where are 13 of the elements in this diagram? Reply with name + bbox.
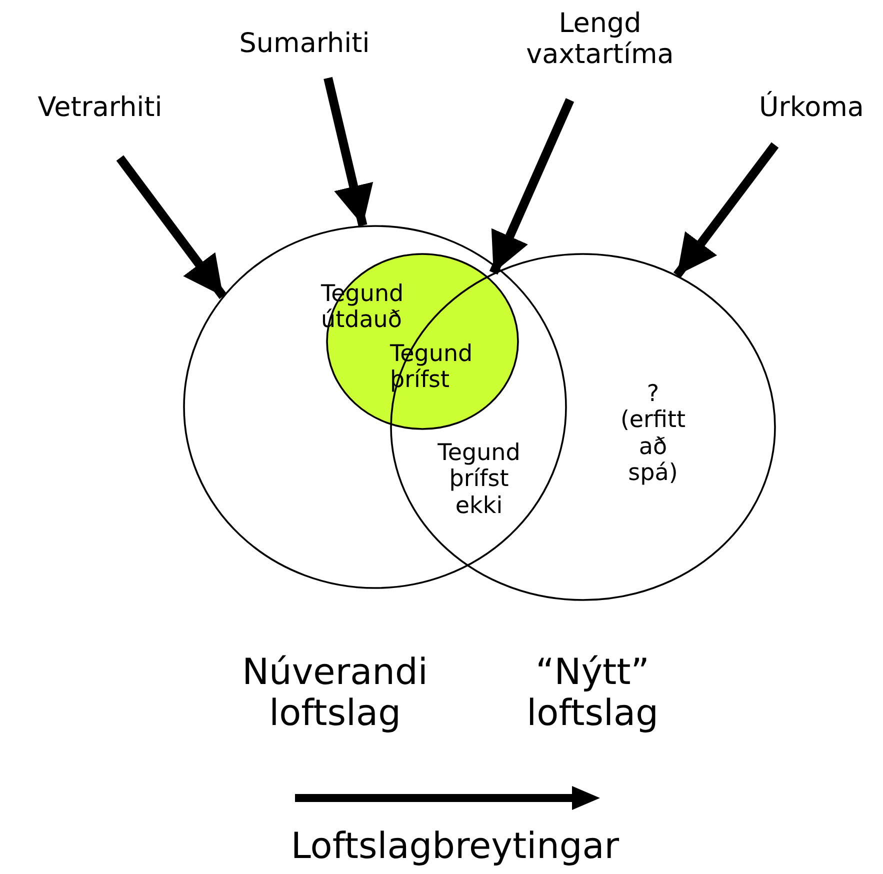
factor-label: Sumarhiti bbox=[238, 28, 371, 60]
climate-label: Núverandi loftslag bbox=[241, 652, 429, 735]
factor-label: Lengd vaxtartíma bbox=[525, 8, 675, 70]
arrow bbox=[489, 98, 574, 275]
region-label: Tegund þrífst ekki bbox=[436, 440, 522, 520]
circle-text: ? (erfitt að spá) bbox=[619, 381, 687, 487]
axis-caption: Loftslagbreytingar bbox=[290, 826, 620, 868]
factor-label: Vetrarhiti bbox=[36, 92, 164, 124]
arrow bbox=[324, 76, 374, 226]
arrow bbox=[116, 155, 227, 299]
factor-label: Úrkoma bbox=[758, 92, 865, 124]
climate-label: “Nýtt” loftslag bbox=[526, 652, 660, 735]
arrow bbox=[673, 142, 779, 278]
